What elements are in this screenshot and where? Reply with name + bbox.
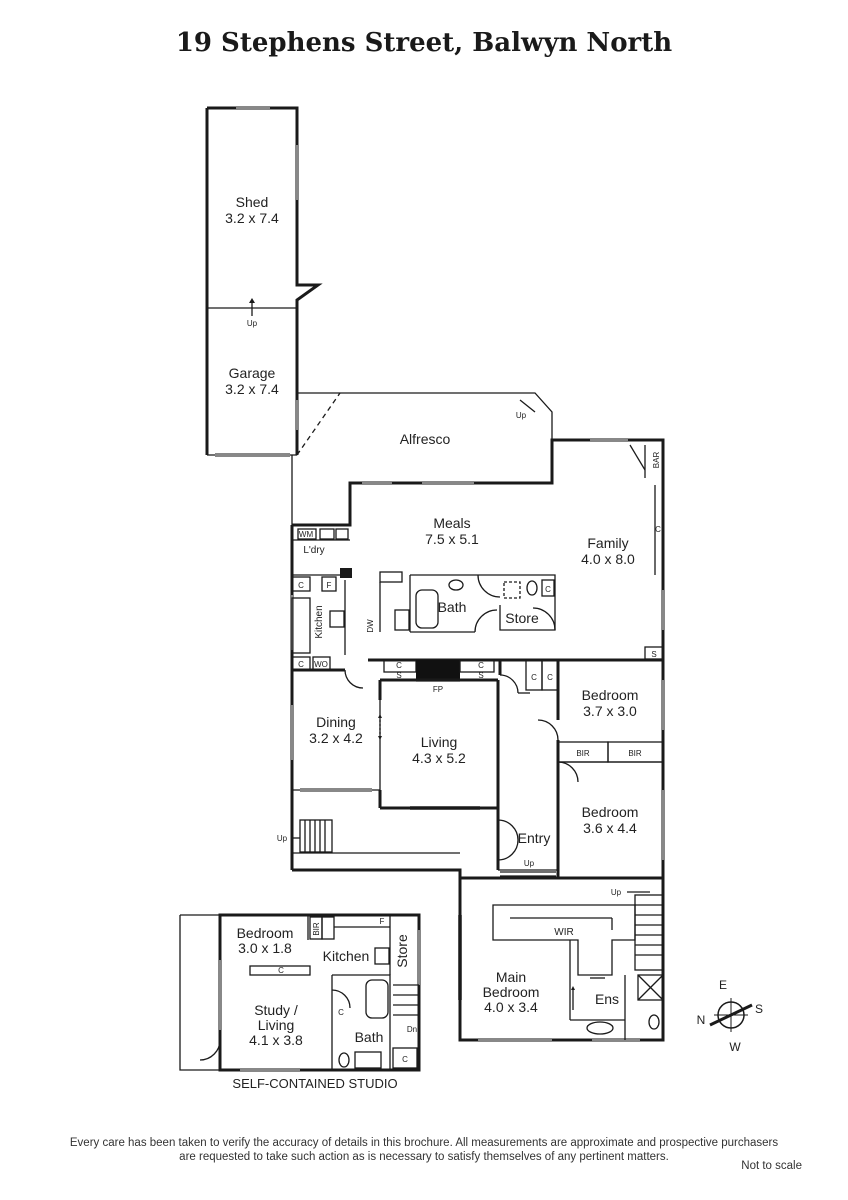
family-label: Family (587, 535, 628, 551)
bed1-c-label-2: C (547, 673, 553, 682)
living-c-label-1: C (396, 661, 402, 670)
bedroom2-size: 3.6 x 4.4 (583, 820, 637, 836)
garage-label: Garage (229, 365, 276, 381)
fp-label: FP (433, 685, 443, 694)
kitchen-c-label-2: C (298, 660, 304, 669)
studio-c-label-2: C (338, 1008, 344, 1017)
studio-f-label: F (380, 917, 385, 926)
store-c-label: C (545, 585, 551, 594)
studio-kitchen-label: Kitchen (323, 948, 370, 964)
studio-store-label: Store (394, 934, 410, 968)
scale-note: Not to scale (741, 1160, 802, 1172)
dining-up-label: Up (277, 834, 288, 843)
studio-c-label-3: C (402, 1055, 408, 1064)
wo-label: WO (314, 660, 328, 669)
compass-w: W (729, 1040, 741, 1054)
kitchen-c-label-1: C (298, 581, 304, 590)
studio-c-label: C (278, 966, 284, 975)
wir-label: WIR (554, 927, 573, 938)
main-bedroom-label-1: Main (496, 969, 526, 985)
bedrooms-walls (460, 658, 664, 880)
bedroom1-label: Bedroom (582, 687, 639, 703)
laundry-label: L'dry (303, 545, 324, 556)
meals-bath-store-walls (379, 571, 556, 633)
studio-study-size: 4.1 x 3.8 (249, 1032, 303, 1048)
shed-label: Shed (236, 194, 269, 210)
studio-bir-label: BIR (312, 922, 321, 936)
bir-label-1: BIR (576, 749, 590, 758)
alfresco-label: Alfresco (400, 431, 451, 447)
studio-dn-label: Dn (407, 1025, 417, 1034)
studio-walls (179, 913, 421, 1072)
bedroom2-label: Bedroom (582, 804, 639, 820)
main-up-label: Up (611, 888, 622, 897)
ensuite-label: Ens (595, 991, 619, 1007)
studio-study-label-2: Living (258, 1017, 295, 1033)
living-s-label-2: S (478, 671, 483, 680)
bed1-c-label-1: C (531, 673, 537, 682)
main-bedroom-label-2: Bedroom (483, 984, 540, 1000)
alfresco-up-label: Up (516, 411, 527, 420)
family-size: 4.0 x 8.0 (581, 551, 635, 567)
living-c-label-2: C (478, 661, 484, 670)
living-label: Living (421, 734, 458, 750)
bath-label: Bath (438, 599, 467, 615)
studio-study-label-1: Study / (254, 1002, 298, 1018)
studio-caption: SELF-CONTAINED STUDIO (232, 1076, 397, 1091)
meals-size: 7.5 x 5.1 (425, 531, 479, 547)
page-title: 19 Stephens Street, Balwyn North (175, 28, 673, 58)
compass-n: N (697, 1013, 706, 1027)
garage-size: 3.2 x 7.4 (225, 381, 279, 397)
bir-label-2: BIR (628, 749, 642, 758)
studio-bedroom-label: Bedroom (237, 925, 294, 941)
kitchen-label: Kitchen (314, 605, 325, 638)
shed-garage-block (205, 106, 323, 457)
compass-s: S (755, 1002, 763, 1016)
family-s-label: S (651, 650, 656, 659)
dining-steps (292, 819, 333, 853)
disclaimer-line-2: are requested to take such action as is … (179, 1151, 669, 1163)
bedroom1-size: 3.7 x 3.0 (583, 703, 637, 719)
living-dining-walls (292, 658, 558, 810)
main-bedroom-size: 4.0 x 3.4 (484, 999, 538, 1015)
disclaimer-line-1: Every care has been taken to verify the … (69, 1137, 779, 1149)
compass-e: E (719, 978, 727, 992)
studio-bedroom-size: 3.0 x 1.8 (238, 940, 292, 956)
laundry-kitchen-walls (291, 528, 364, 689)
compass-icon (709, 998, 753, 1032)
studio-bath-label: Bath (355, 1029, 384, 1045)
wm-label: WM (299, 530, 314, 539)
alfresco-area (291, 392, 553, 525)
family-c-label: C (655, 525, 661, 534)
kitchen-f-label: F (327, 581, 332, 590)
store-label: Store (505, 610, 539, 626)
living-s-label-1: S (396, 671, 401, 680)
meals-label: Meals (433, 515, 470, 531)
bar-label: BAR (652, 452, 661, 469)
dw-label: DW (366, 619, 375, 633)
main-bedroom-walls (458, 878, 664, 1040)
entry-up-label: Up (524, 859, 535, 868)
shed-size: 3.2 x 7.4 (225, 210, 279, 226)
dining-size: 3.2 x 4.2 (309, 730, 363, 746)
disclaimer: Every care has been taken to verify the … (10, 1136, 838, 1164)
dining-label: Dining (316, 714, 356, 730)
garage-up-label: Up (247, 319, 258, 328)
living-size: 4.3 x 5.2 (412, 750, 466, 766)
entry-label: Entry (518, 830, 551, 846)
